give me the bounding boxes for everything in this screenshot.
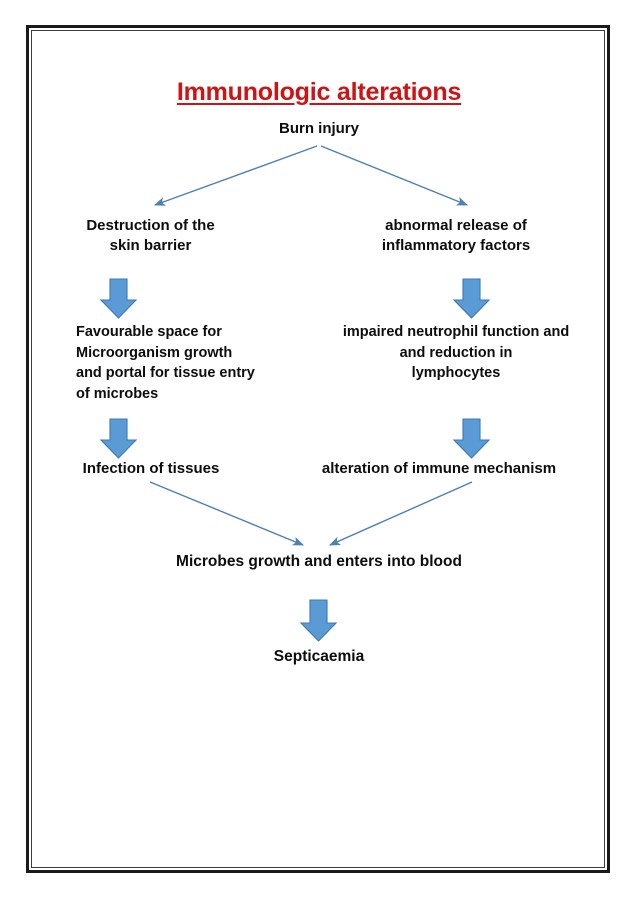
node-infection-of-tissues: Infection of tissues [82,460,220,477]
node-impaired-neutrophil: impaired neutrophil function and and red… [342,324,570,382]
node-septicaemia: Septicaemia [273,648,365,665]
node-favourable-space: Favourable space for Microorganism growt… [76,324,255,402]
page-border-inner [31,30,605,868]
node-abnormal-release: abnormal release of inflammatory factors [381,217,531,254]
node-microbes-growth: Microbes growth and enters into blood [176,553,462,570]
page-border-outer [26,25,610,873]
node-burn-injury: Burn injury [278,120,359,137]
node-alteration-immune-mechanism: alteration of immune mechanism [321,460,557,477]
page-title: Immunologic alterations [176,78,462,106]
node-destruction-skin-barrier: Destruction of the skin barrier [86,217,215,254]
